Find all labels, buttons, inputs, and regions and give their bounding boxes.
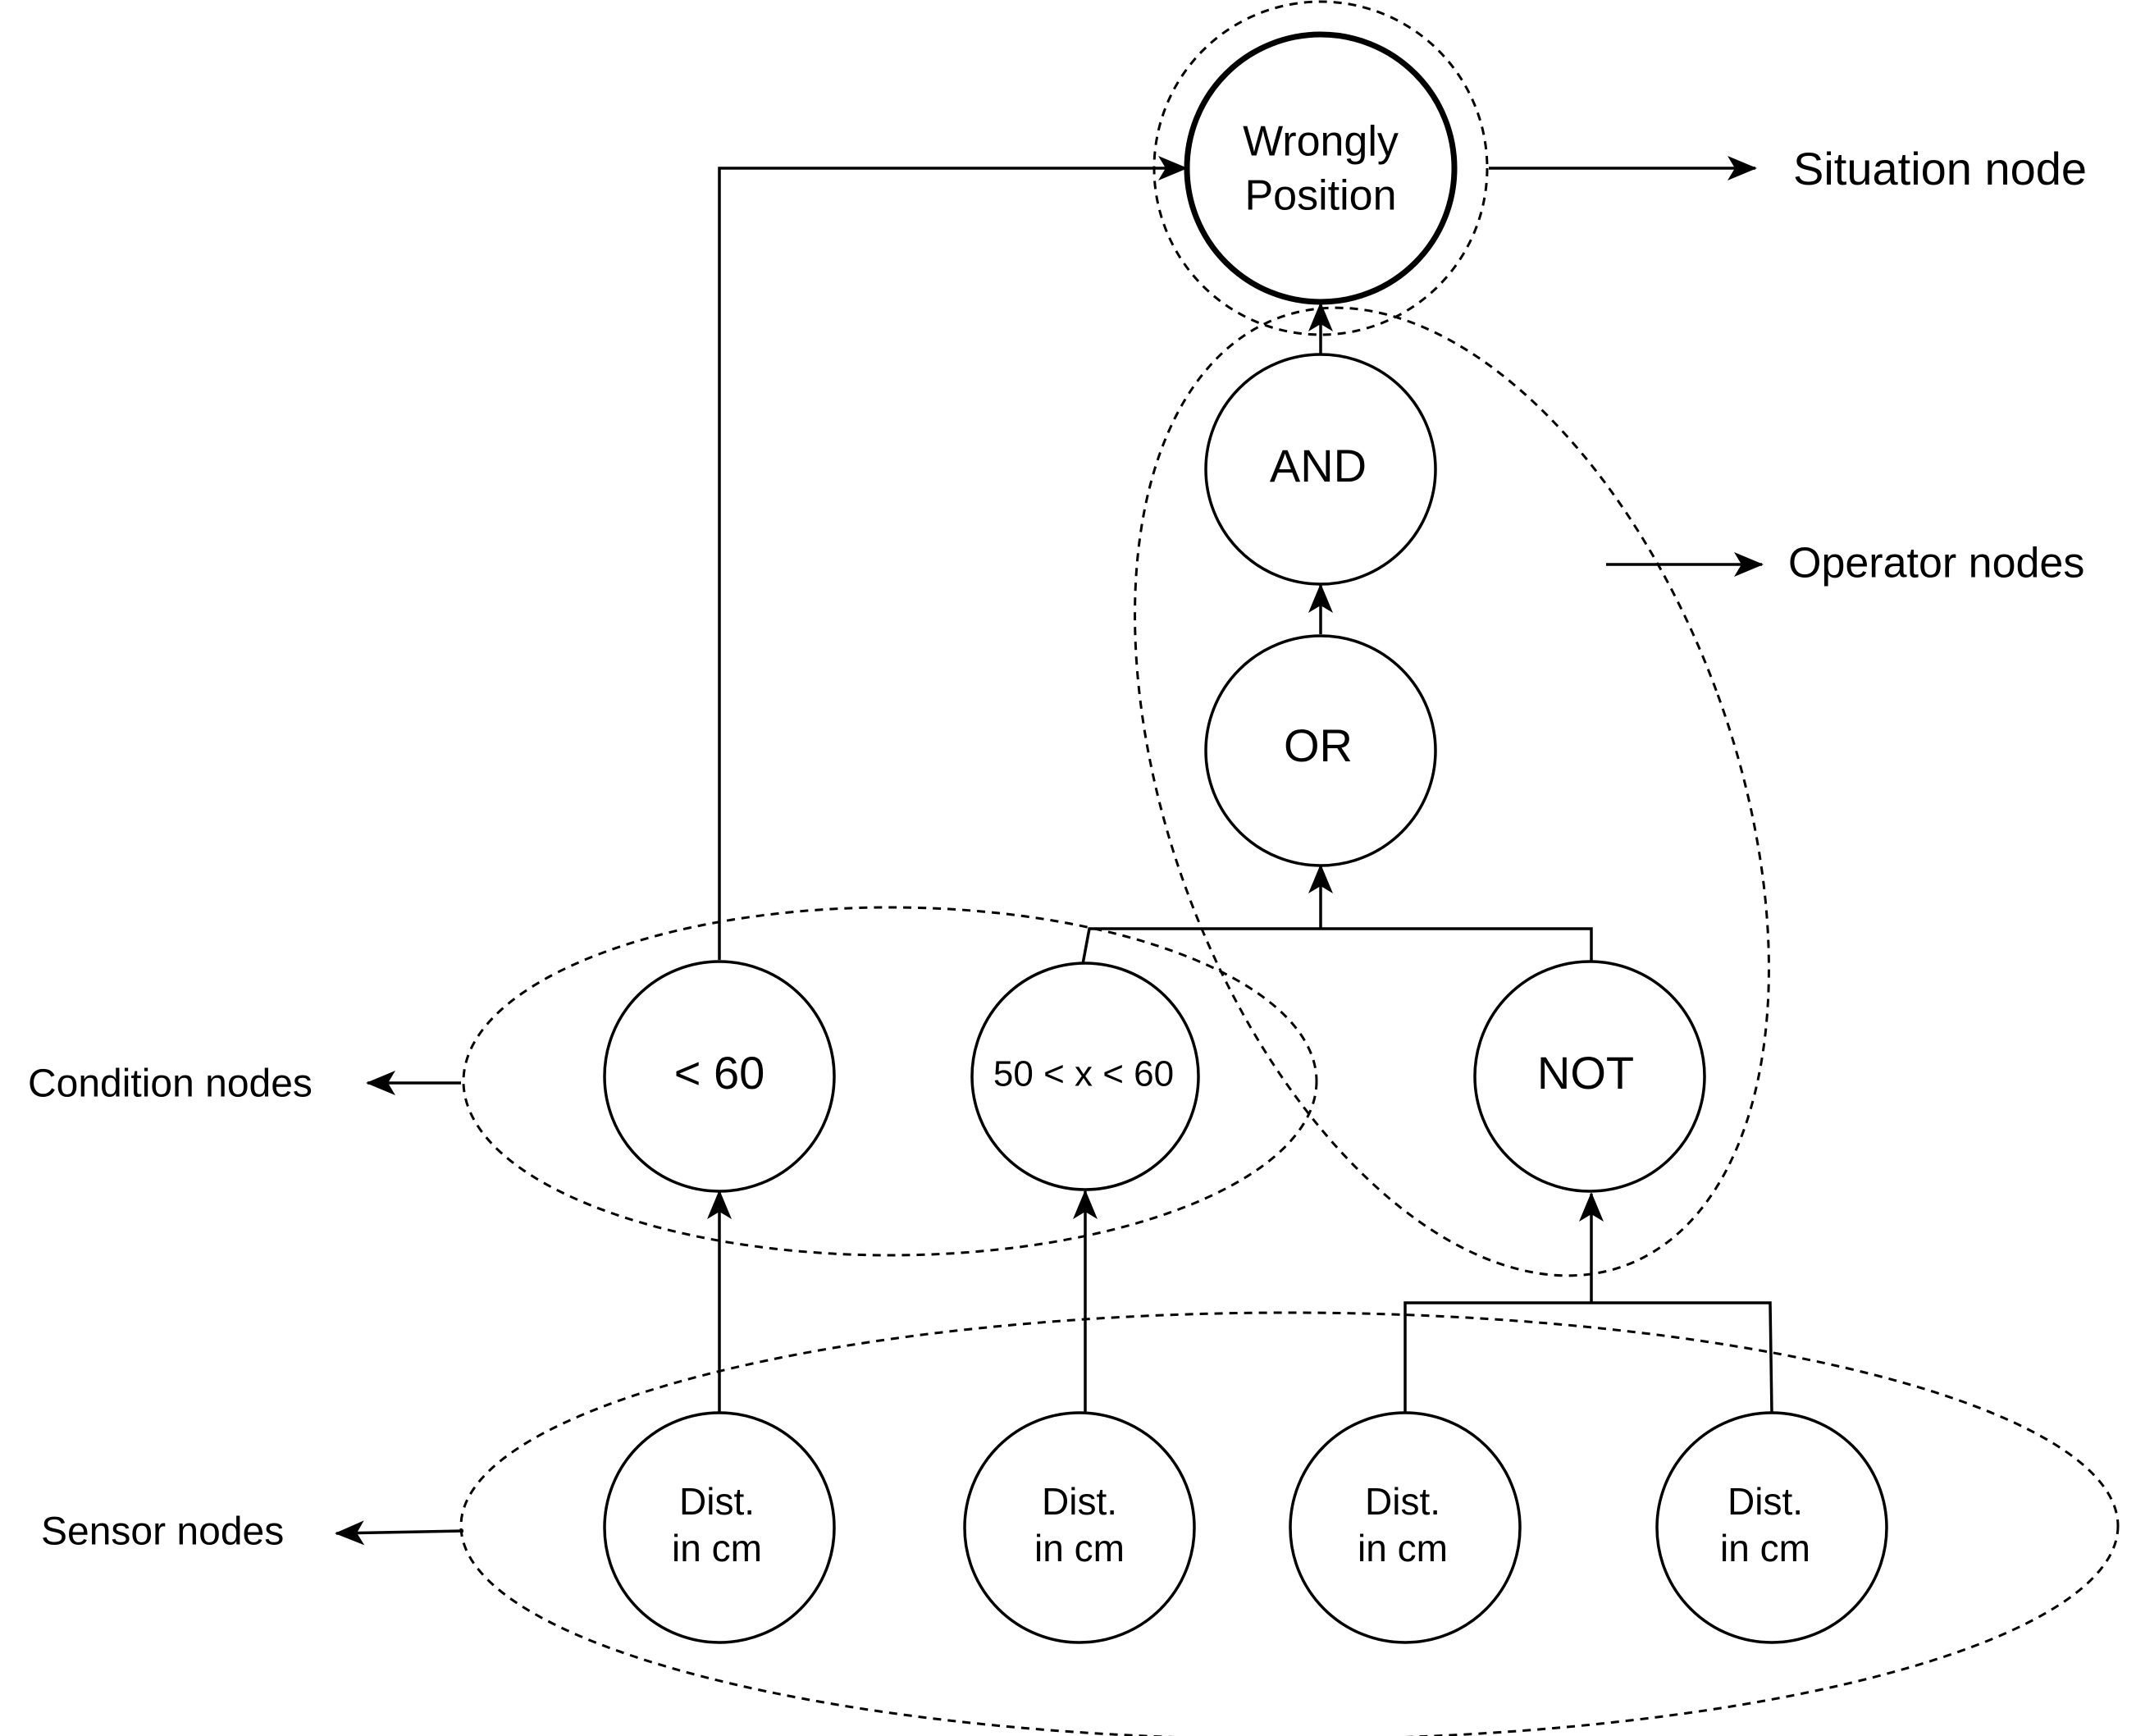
- condition-group-outline: [462, 906, 1318, 1257]
- and-node-label: AND: [1270, 440, 1367, 491]
- operator-nodes-caption: Operator nodes: [1788, 540, 2084, 587]
- sensor-node-line1: Dist.: [679, 1480, 755, 1523]
- situation-node-line2: Position: [1245, 172, 1397, 220]
- sensor-node-line1: Dist.: [1365, 1480, 1440, 1523]
- sensor-node-line2: in cm: [1358, 1527, 1448, 1569]
- lt60-node: < 60: [603, 960, 836, 1193]
- sensor-node: Dist. in cm: [1655, 1411, 1888, 1644]
- situation-node-caption: Situation node: [1793, 143, 2087, 194]
- lt60-node-label: < 60: [674, 1047, 765, 1099]
- sensor-node-line1: Dist.: [1728, 1480, 1803, 1523]
- sensor-node: Dist. in cm: [1289, 1411, 1522, 1644]
- sensor-group-outline: [459, 1311, 2120, 1736]
- or-node-label: OR: [1284, 720, 1353, 771]
- edge-range-not-to-or: [1081, 866, 1593, 965]
- sensor-node: Dist. in cm: [963, 1411, 1196, 1644]
- sensor-node-line2: in cm: [1720, 1527, 1810, 1569]
- condition-nodes-caption: Condition nodes: [28, 1062, 313, 1106]
- range-node: 50 < x < 60: [970, 962, 1200, 1191]
- situation-node-line1: Wrongly: [1243, 118, 1399, 166]
- sensor-node-line2: in cm: [1034, 1527, 1125, 1569]
- edge-sensors34-to-not: [1403, 1194, 1773, 1414]
- edges: [335, 156, 1773, 1546]
- or-node: OR: [1204, 634, 1437, 867]
- operator-group-outline: [1134, 306, 1770, 1277]
- sensor-node: Dist. in cm: [603, 1411, 836, 1644]
- edge-lt60-to-situation: [718, 156, 1188, 960]
- situation-node: Wrongly Position: [1184, 31, 1458, 305]
- not-node-label: NOT: [1537, 1047, 1634, 1099]
- not-node: NOT: [1473, 960, 1706, 1193]
- sensor-node-line2: in cm: [672, 1527, 762, 1569]
- sensor-node-line1: Dist.: [1042, 1480, 1117, 1523]
- and-node: AND: [1204, 353, 1437, 586]
- range-node-label: 50 < x < 60: [993, 1054, 1174, 1094]
- sensor-nodes-caption: Sensor nodes: [41, 1510, 284, 1554]
- arrow-sensor-label: [335, 1520, 464, 1546]
